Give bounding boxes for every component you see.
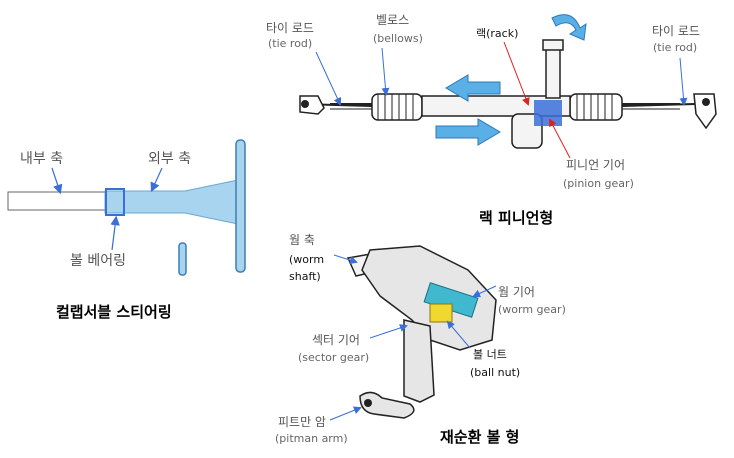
- pitman-en: (pitman arm): [275, 432, 348, 445]
- outer-shaft-pointer: [150, 167, 163, 193]
- ball-bearing-pointer: [110, 215, 120, 251]
- pinion-column: [545, 47, 561, 99]
- pitman-ko: 피트만 암: [278, 415, 326, 429]
- pinion-cap: [542, 39, 564, 51]
- sector-ko: 섹터 기어: [312, 333, 360, 347]
- collapsible-title: 컬랩서블 스티어링: [56, 303, 172, 321]
- bellows-ko: 벨로스: [376, 13, 409, 27]
- pinion-gear-part: [534, 100, 562, 126]
- worm-shaft-ko: 웜 축: [289, 233, 315, 247]
- pinion-rotation-arrow: [551, 14, 587, 41]
- worm-gear-ko: 웜 기어: [498, 285, 535, 299]
- pitman-arm-part: [359, 391, 415, 419]
- right-bellows: [569, 93, 623, 121]
- left-bellows: [371, 93, 423, 121]
- rack-right-arrow: [435, 118, 501, 146]
- pitman-arm-ball: [364, 399, 372, 407]
- pinion-pointer: [549, 118, 571, 159]
- inner-shaft-pointer: [51, 167, 63, 195]
- rack-pointer: [503, 41, 530, 106]
- tie-rod-left-ko: 타이 로드: [266, 21, 314, 35]
- rack-pinion-title: 랙 피니언형: [479, 209, 553, 227]
- ball-nut-part: [429, 303, 453, 323]
- rack-housing: [421, 95, 571, 117]
- ballnut-ko: 볼 너트: [473, 348, 507, 361]
- collapsible-steering-figure: 내부 축 외부 축 볼 베어링 컬랩서블 스티어링: [7, 139, 246, 321]
- left-tie-rod-end: [299, 95, 373, 115]
- bellows-pointer: [381, 47, 390, 96]
- rack-label: 랙(rack): [476, 27, 518, 40]
- rack-left-arrow: [445, 74, 501, 102]
- tie-rod-right-pointer: [679, 57, 688, 106]
- worm-shaft-en1: (worm: [289, 253, 324, 266]
- inner-shaft-label: 내부 축: [20, 151, 63, 167]
- bellows-en: (bellows): [373, 32, 423, 45]
- worm-gear-pointer: [472, 285, 497, 298]
- worm-shaft-en2: shaft): [289, 270, 321, 283]
- ball-nut-title: 재순환 볼 형: [440, 428, 519, 446]
- tie-rod-right-en: (tie rod): [653, 41, 697, 54]
- worm-shaft-pointer: [333, 254, 358, 264]
- tie-rod-left-en: (tie rod): [268, 37, 312, 50]
- pinion-en: (pinion gear): [563, 177, 634, 190]
- ball-bearing-label: 볼 베어링: [70, 253, 126, 269]
- ballnut-en: (ball nut): [470, 366, 520, 379]
- steering-post: [178, 242, 187, 276]
- tie-rod-left-pointer: [315, 51, 342, 106]
- rack-pinion-figure: 타이 로드 (tie rod) 벨로스 (bellows) 랙(rack) 타이…: [266, 13, 717, 227]
- sector-en: (sector gear): [298, 351, 369, 364]
- outer-shaft-label: 외부 축: [148, 151, 191, 167]
- sector-shaft: [403, 319, 435, 403]
- ballnut-pointer: [446, 320, 471, 349]
- recirculating-ball-figure: 웜 축 (worm shaft) 웜 기어 (worm gear) 섹터 기어 …: [275, 233, 566, 446]
- sector-pointer: [369, 324, 408, 339]
- pitman-pointer: [329, 406, 362, 421]
- ball-bearing-part: [105, 188, 125, 216]
- worm-gear-en: (worm gear): [498, 303, 566, 316]
- pinion-ko: 피니언 기어: [566, 158, 625, 172]
- tie-rod-right-ko: 타이 로드: [652, 24, 700, 38]
- right-tie-rod-end: [621, 93, 717, 130]
- steering-wheel-rim: [235, 139, 246, 273]
